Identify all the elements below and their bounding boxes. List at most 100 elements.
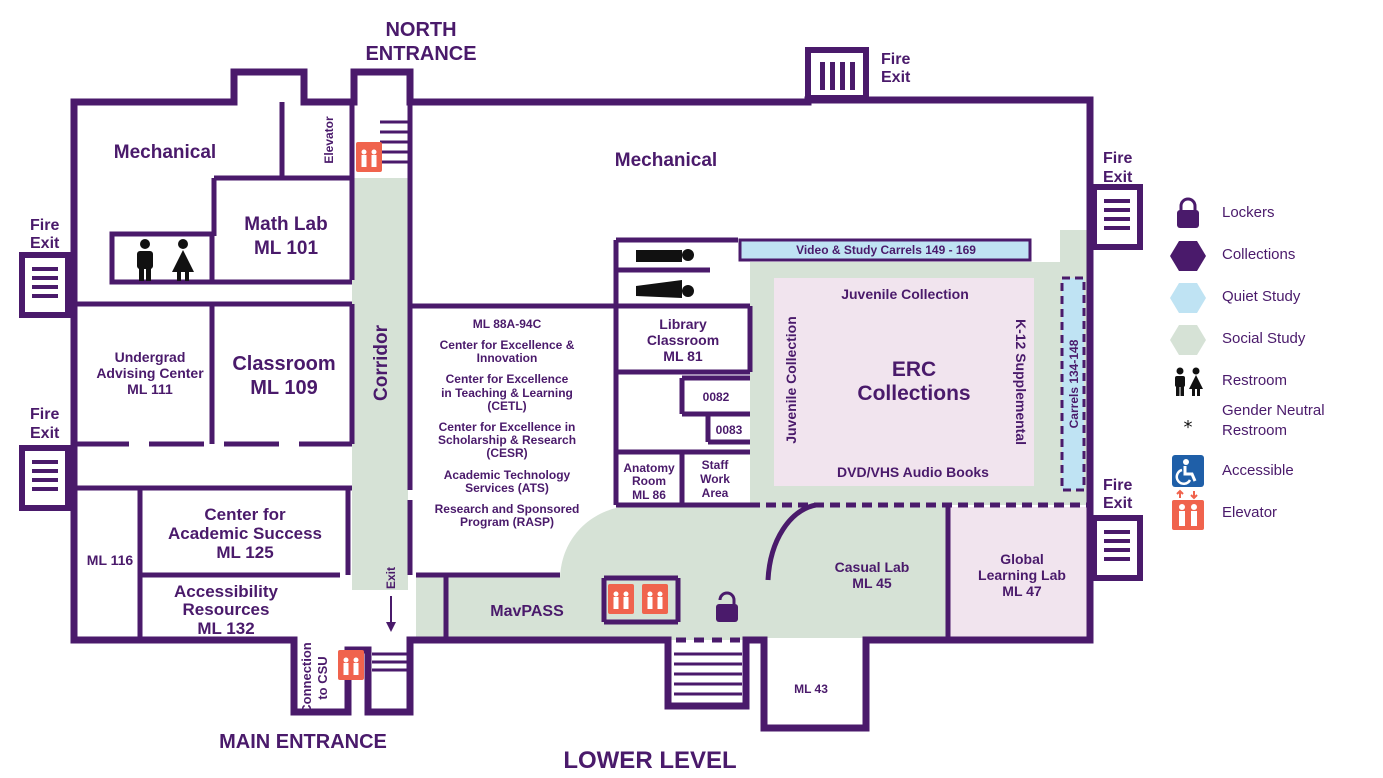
- north-entrance-line2: ENTRANCE: [365, 43, 476, 65]
- dvd-label: DVD/VHS Audio Books: [837, 464, 989, 480]
- legend: Lockers Collections Quiet Study Social S…: [1170, 195, 1370, 537]
- advising-line1: Undergrad: [115, 349, 186, 365]
- fire-exit-left-top-line1: Fire: [30, 217, 59, 234]
- fire-exit-right-top-line2: Exit: [1103, 169, 1133, 186]
- math-lab-number: ML 101: [254, 238, 319, 259]
- ml116-label: ML 116: [87, 552, 134, 568]
- academic-success-line1: Center for: [204, 505, 286, 524]
- legend-item-accessible: Accessible: [1170, 453, 1370, 495]
- juvenile-side-label: Juvenile Collection: [783, 316, 799, 444]
- global-lab-line1: Global: [1000, 551, 1044, 567]
- video-carrels-area: [738, 238, 1032, 262]
- anatomy-line2: Room: [632, 474, 666, 488]
- legend-item-quiet-study: Quiet Study: [1170, 279, 1370, 321]
- centers-line: Center for Excellence in: [439, 420, 576, 434]
- centers-line: Center for Excellence: [446, 372, 569, 386]
- classroom-number: ML 109: [250, 377, 317, 399]
- math-lab-name: Math Lab: [244, 214, 327, 235]
- mavpass-label: MavPASS: [490, 603, 564, 620]
- connection-line1: Connection: [299, 642, 314, 714]
- staff-line3: Area: [702, 486, 729, 500]
- centers-line: Program (RASP): [460, 515, 554, 529]
- classroom-name: Classroom: [232, 353, 335, 375]
- fire-exit-top-line1: Fire: [881, 51, 910, 68]
- elevator-icon: [338, 650, 364, 680]
- carrels-area: [1060, 276, 1086, 492]
- accessibility-line3: ML 132: [197, 619, 254, 638]
- restroom-icon: [137, 239, 194, 281]
- library-classroom-line1: Library: [659, 316, 707, 332]
- library-classroom-line2: Classroom: [647, 332, 719, 348]
- lock-icon: [1177, 197, 1199, 228]
- corridor-label: Corridor: [371, 324, 392, 401]
- accessibility-line2: Resources: [183, 600, 270, 619]
- legend-item-gender-neutral: * Gender Neutral Restroom: [1170, 402, 1370, 453]
- global-lab-line2: Learning Lab: [978, 567, 1066, 583]
- fire-exit-left-top: [22, 255, 68, 315]
- global-learning-area: [950, 507, 1088, 638]
- stairs: [372, 120, 742, 696]
- hexagon-icon: [1170, 241, 1206, 271]
- restroom-icon: [1175, 367, 1203, 396]
- fire-exit-left-bottom-line1: Fire: [30, 406, 59, 423]
- elevator-icon: [1172, 489, 1204, 530]
- centers-line: (CETL): [487, 399, 526, 413]
- social-hexagon-icon: [1170, 325, 1206, 355]
- staff-line2: Work: [700, 472, 730, 486]
- centers-line: Center for Excellence &: [440, 338, 575, 352]
- centers-line: (CESR): [486, 446, 527, 460]
- casual-lab-line2: ML 45: [852, 575, 892, 591]
- juvenile-top-label: Juvenile Collection: [841, 286, 969, 302]
- casual-lab-line1: Casual Lab: [835, 559, 910, 575]
- erc-line1: ERC: [892, 358, 936, 381]
- legend-item-social-study: Social Study: [1170, 321, 1370, 363]
- legend-label: Accessible: [1222, 462, 1294, 479]
- centers-line: Innovation: [477, 351, 538, 365]
- advising-line3: ML 111: [127, 381, 173, 397]
- fire-exit-left-bottom: [22, 448, 68, 508]
- legend-label: Collections: [1222, 246, 1296, 263]
- centers-line: in Teaching & Learning: [441, 386, 573, 400]
- accessible-restroom-icon: [636, 249, 694, 298]
- academic-success-line3: ML 125: [216, 543, 273, 562]
- fire-exit-left-bottom-line2: Exit: [30, 425, 60, 442]
- ml43-label: ML 43: [794, 682, 828, 696]
- legend-label: Lockers: [1222, 204, 1275, 221]
- legend-item-elevator: Elevator: [1170, 489, 1370, 537]
- advising-line2: Advising Center: [96, 365, 204, 381]
- fire-exit-right-bottom-line1: Fire: [1103, 477, 1132, 494]
- accessible-icon: [1172, 455, 1204, 487]
- mechanical-left-label: Mechanical: [114, 142, 216, 163]
- fire-exit-right-bottom: [1094, 518, 1140, 578]
- fire-exit-right-top: [1094, 187, 1140, 247]
- asterisk-icon: *: [1184, 417, 1193, 438]
- centers-line: Scholarship & Research: [438, 433, 576, 447]
- mechanical-main-label: Mechanical: [615, 150, 717, 171]
- elevator-icon: [356, 142, 382, 172]
- k12-label: K-12 Supplemental: [1013, 319, 1029, 445]
- carrels-label: Carrels 134-148: [1067, 339, 1081, 428]
- staff-line1: Staff: [702, 458, 730, 472]
- fire-exit-left-top-line2: Exit: [30, 235, 60, 252]
- connection-line2: to CSU: [315, 656, 330, 699]
- exit-arrow-icon: [386, 596, 396, 632]
- academic-success-line2: Academic Success: [168, 524, 322, 543]
- elevator-icon: [642, 584, 668, 614]
- centers-line: ML 88A-94C: [473, 317, 542, 331]
- centers-line: Academic Technology: [444, 468, 571, 482]
- video-carrels-label: Video & Study Carrels 149 - 169: [796, 243, 976, 257]
- exit-label: Exit: [384, 567, 398, 589]
- centers-line: Services (ATS): [465, 481, 549, 495]
- legend-label: Restroom: [1222, 372, 1288, 389]
- erc-line2: Collections: [857, 382, 970, 405]
- svg-text:*: *: [1184, 417, 1193, 438]
- legend-item-lockers: Lockers: [1170, 195, 1370, 237]
- anatomy-line3: ML 86: [632, 488, 666, 502]
- erc-collections-area: [774, 278, 1034, 486]
- fire-exit-top-line2: Exit: [881, 69, 911, 86]
- north-entrance-line1: NORTH: [385, 19, 456, 41]
- map-labels: NORTH ENTRANCE MAIN ENTRANCE LOWER LEVEL…: [30, 19, 1133, 774]
- fire-exit-top: [820, 62, 855, 90]
- interior-walls: [74, 102, 1088, 643]
- anatomy-line1: Anatomy: [623, 461, 675, 475]
